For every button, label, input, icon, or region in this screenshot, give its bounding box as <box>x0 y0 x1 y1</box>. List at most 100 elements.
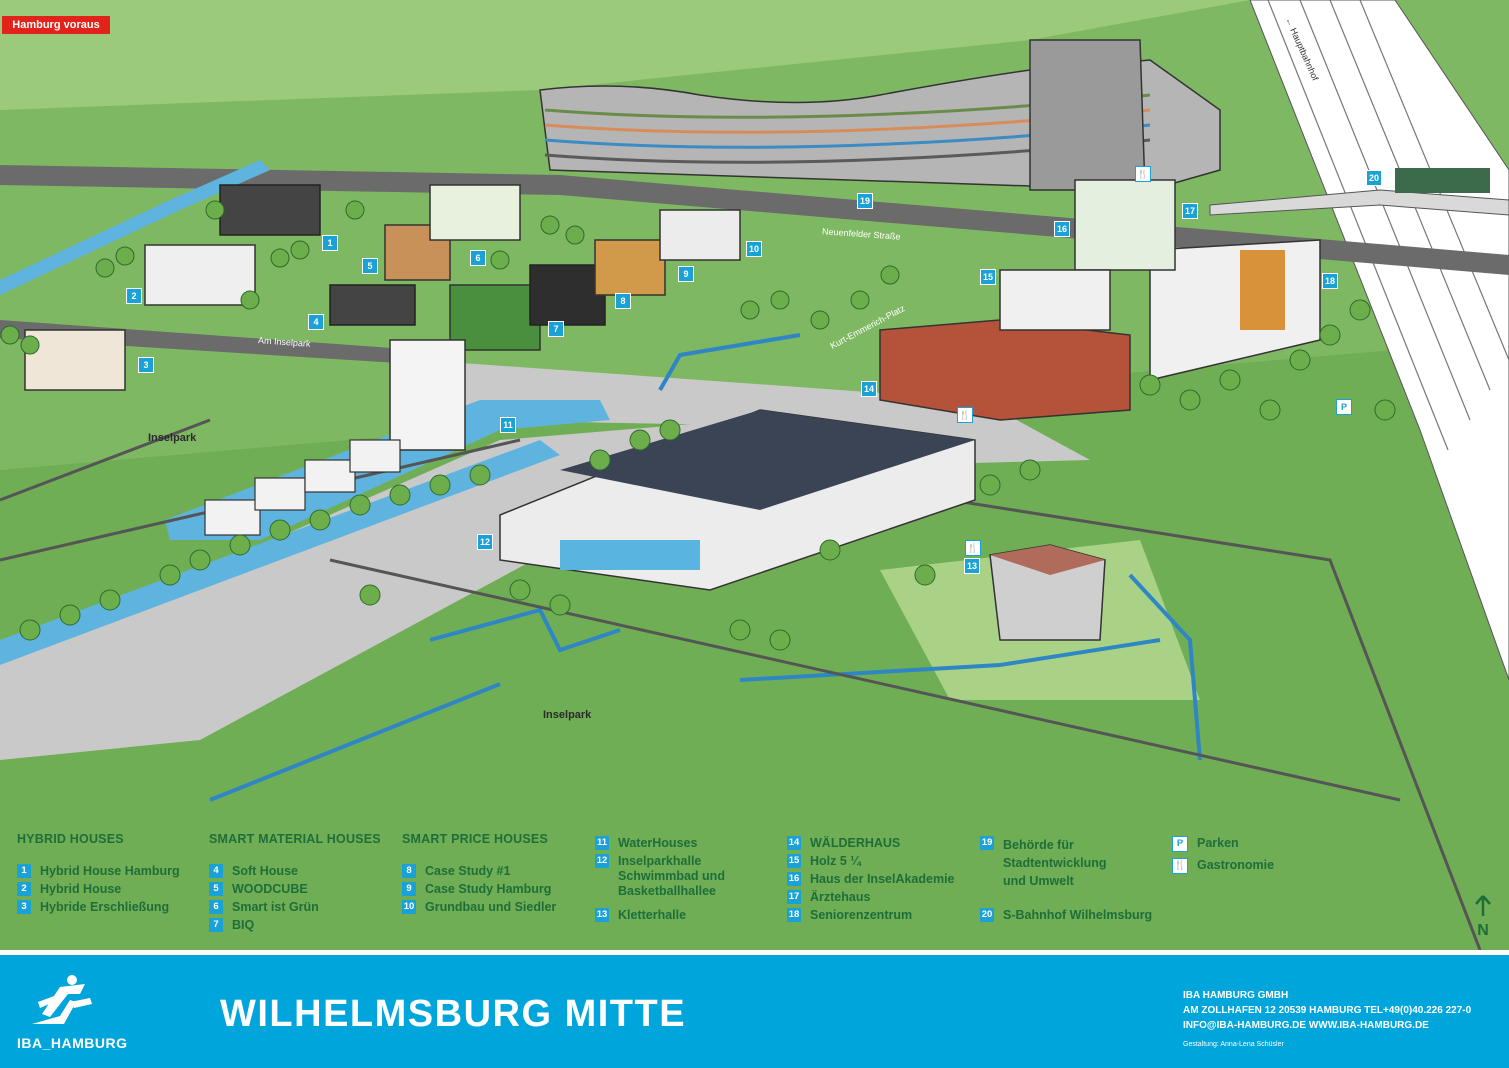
legend-item: 12 Inselparkhalle Schwimmbad und Basketba… <box>595 854 725 908</box>
legend-item: 8 Case Study #1 <box>402 864 556 882</box>
legend-number: 9 <box>402 882 416 896</box>
iba-logo-text: IBA_HAMBURG <box>17 1035 128 1051</box>
hamburg-voraus-tag: Hamburg voraus <box>2 16 110 34</box>
label-inselpark-north: Inselpark <box>148 432 197 444</box>
marker-16[interactable]: 16 <box>1054 221 1070 237</box>
marker-12[interactable]: 12 <box>477 534 493 550</box>
legend-item: 18 Seniorenzentrum <box>787 908 955 926</box>
legend-number: 11 <box>595 836 609 850</box>
legend-label: Soft House <box>232 864 298 878</box>
marker-14[interactable]: 14 <box>861 381 877 397</box>
gastro-marker-wälderhaus[interactable]: 🍴 <box>957 407 973 423</box>
iba-logo-icon <box>32 975 92 1024</box>
contact-block: IBA HAMBURG GMBH AM ZOLLHAFEN 12 20539 H… <box>1183 988 1471 1033</box>
marker-13[interactable]: 13 <box>964 558 980 574</box>
marker-15[interactable]: 15 <box>980 269 996 285</box>
parking-icon: P <box>1172 836 1188 852</box>
legend-label: Smart ist Grün <box>232 900 319 914</box>
fork-knife-icon: 🍴 <box>1172 858 1188 874</box>
legend-smart-price-houses: SMART PRICE HOUSES 8 Case Study #1 9 Case … <box>402 832 556 918</box>
legend-label: Hybrid House <box>40 882 122 896</box>
legend-label: Seniorenzentrum <box>810 908 913 922</box>
legend-item: 15 Holz 5 ¼ <box>787 854 955 872</box>
marker-20[interactable]: 20 <box>1366 170 1382 186</box>
marker-8[interactable]: 8 <box>615 293 631 309</box>
legend-number: 19 <box>980 836 994 850</box>
legend-number: 13 <box>595 908 609 922</box>
marker-1[interactable]: 1 <box>322 235 338 251</box>
legend-number: 7 <box>209 918 223 932</box>
legend-label: Kletterhalle <box>618 908 687 922</box>
marker-7[interactable]: 7 <box>548 321 564 337</box>
footer-bar <box>0 955 1509 1068</box>
north-label: N <box>1477 922 1489 939</box>
district-map <box>0 0 1509 950</box>
legend-label: Holz 5 ¼ <box>810 854 861 868</box>
parking-marker[interactable]: P <box>1336 399 1352 415</box>
gastro-marker-kletterhalle[interactable]: 🍴 <box>965 540 981 556</box>
marker-19[interactable]: 19 <box>857 193 873 209</box>
legend-item: 4 Soft House <box>209 864 381 882</box>
marker-2[interactable]: 2 <box>126 288 142 304</box>
marker-10[interactable]: 10 <box>746 241 762 257</box>
legend-label: Gastronomie <box>1197 858 1275 872</box>
legend-number: 18 <box>787 908 801 922</box>
legend-number: 10 <box>402 900 416 914</box>
marker-4[interactable]: 4 <box>308 314 324 330</box>
arrow-up-icon <box>1475 895 1491 916</box>
company-web[interactable]: INFO@IBA-HAMBURG.DE WWW.IBA-HAMBURG.DE <box>1183 1020 1429 1031</box>
legend-item: 20 S-Bahnhof Wilhelmsburg <box>980 908 1152 926</box>
legend-item: 14 WÄLDERHAUS <box>787 836 955 854</box>
legend-number: 4 <box>209 864 223 878</box>
legend-item: 2 Hybrid House <box>17 882 180 900</box>
company-address: AM ZOLLHAFEN 12 20539 HAMBURG TEL+49(0)4… <box>1183 1005 1472 1016</box>
marker-6[interactable]: 6 <box>470 250 486 266</box>
legend-label: WÄLDERHAUS <box>810 836 901 850</box>
legend-label: WaterHouses <box>618 836 698 850</box>
legend-heading-smart-material: SMART MATERIAL HOUSES <box>209 832 381 846</box>
legend-label: Case Study Hamburg <box>425 882 552 896</box>
legend-heading-smart-price: SMART PRICE HOUSES <box>402 832 548 846</box>
footer-separator <box>0 950 1509 955</box>
legend-label: WOODCUBE <box>232 882 308 896</box>
legend-label: Inselparkhalle Schwimmbad und Basketball… <box>618 854 725 898</box>
marker-3[interactable]: 3 <box>138 357 154 373</box>
legend-number: 14 <box>787 836 801 850</box>
legend-heading-hybrid: HYBRID HOUSES <box>17 832 124 846</box>
marker-9[interactable]: 9 <box>678 266 694 282</box>
legend-number: 8 <box>402 864 416 878</box>
page-title: WILHELMSBURG MITTE <box>220 993 687 1035</box>
legend-label: S-Bahnhof Wilhelmsburg <box>1003 908 1153 922</box>
legend-number: 15 <box>787 854 801 868</box>
legend-number: 5 <box>209 882 223 896</box>
legend-item: 5 WOODCUBE <box>209 882 381 900</box>
marker-5[interactable]: 5 <box>362 258 378 274</box>
legend-number: 12 <box>595 854 609 868</box>
legend-number: 17 <box>787 890 801 904</box>
gastro-marker-aerztehaus[interactable]: 🍴 <box>1135 166 1151 182</box>
legend-item: 9 Case Study Hamburg <box>402 882 556 900</box>
label-inselpark-south: Inselpark <box>543 709 592 721</box>
marker-18[interactable]: 18 <box>1322 273 1338 289</box>
legend-number: 20 <box>980 908 994 922</box>
marker-11[interactable]: 11 <box>500 417 516 433</box>
legend-label: Hybrid House Hamburg <box>40 864 180 878</box>
marker-17[interactable]: 17 <box>1182 203 1198 219</box>
legend-label: Hybride Erschließung <box>40 900 170 914</box>
legend-number: 6 <box>209 900 223 914</box>
legend-item: 🍴 Gastronomie <box>1172 858 1274 876</box>
legend-label: Haus der InselAkademie <box>810 872 955 886</box>
legend-number: 2 <box>17 882 31 896</box>
legend-label: Case Study #1 <box>425 864 511 878</box>
